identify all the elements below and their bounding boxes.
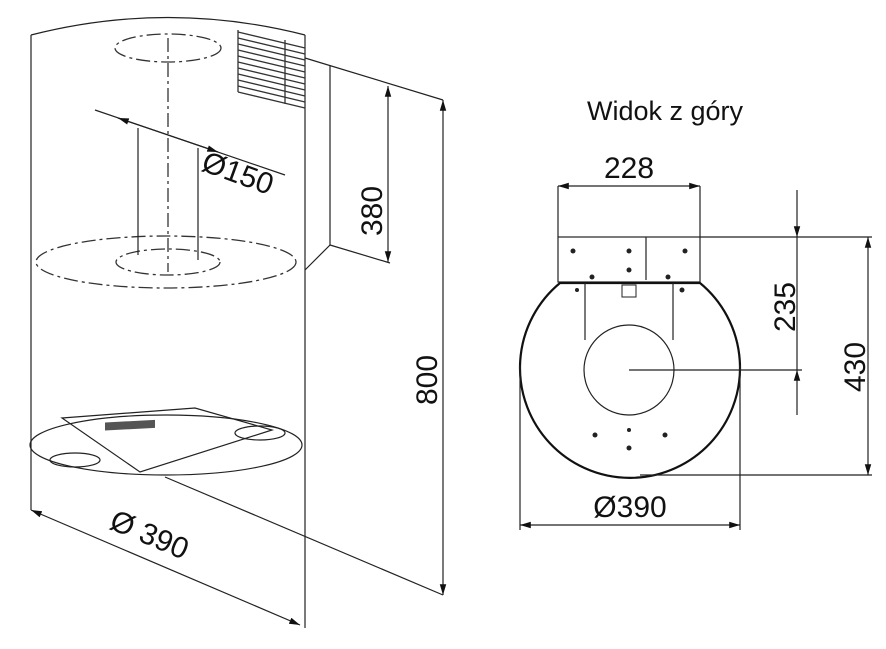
control-panel [105,419,155,431]
ext-line [304,57,444,101]
light-left [49,452,101,468]
light-right [234,425,286,441]
hood-top-outline [35,235,297,289]
duct-top-outline [114,33,222,63]
label-center-offset: 235 [769,282,802,332]
top-view-title: Widok z góry [587,96,744,126]
ext-line [329,244,391,264]
screw-holes [570,248,688,451]
wall-bracket [304,65,331,271]
label-total-depth: 430 [839,342,872,392]
grille-icon [237,30,306,109]
label-total-height: 800 [411,355,444,405]
ext-line [164,476,444,596]
cylinder-top [30,16,306,36]
filter-panel [60,407,275,473]
hood-bottom [29,414,303,476]
label-bracket-width: 228 [604,152,654,185]
duct-bottom-outline [115,248,221,276]
wall-bracket-plate [557,236,701,283]
label-body-diameter: Ø 390 [105,504,193,566]
label-bracket-height: 380 [356,186,389,236]
dim-arrows-150 [117,117,219,153]
top-view: Widok z góry 228 235 430 Ø390 [518,96,872,530]
label-top-body-diameter: Ø390 [593,491,666,524]
label-duct-diameter: Ø150 [198,146,278,202]
mount-clip [621,284,637,298]
hood-outline [518,281,742,479]
duct-guide [584,283,674,340]
side-view: Ø150 380 800 Ø 390 [29,16,447,628]
dim-line-390 [30,509,301,626]
